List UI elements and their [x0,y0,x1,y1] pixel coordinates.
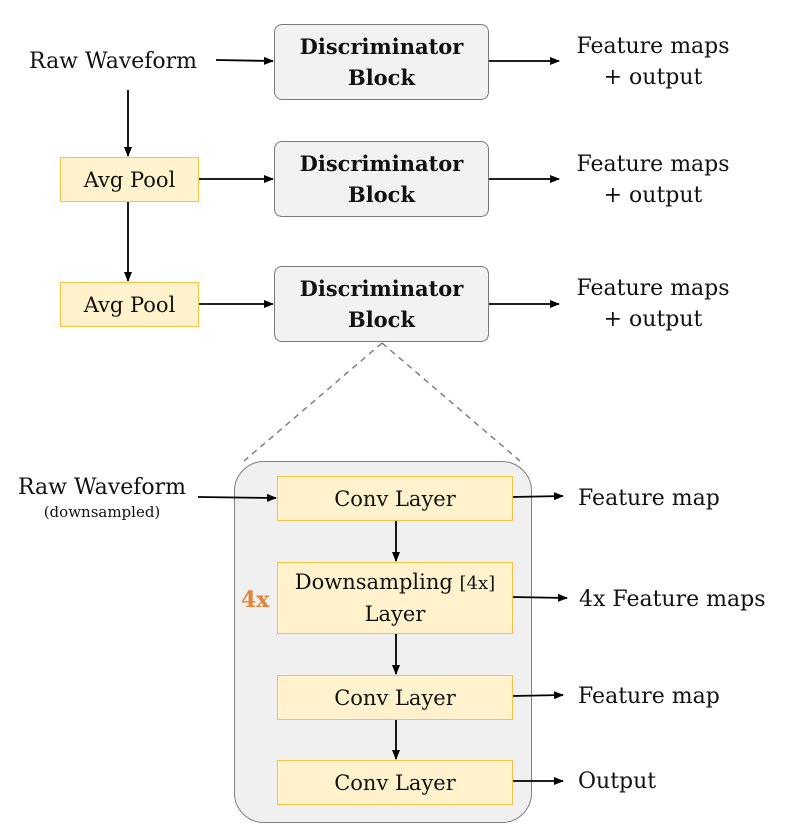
discriminator-block-2-subtitle: Block [347,182,416,207]
zoom-guide-left [243,342,383,462]
output-label-1-line-1: Feature maps [576,34,730,59]
arrow-input-to-block-1 [215,56,274,65]
downsampling-layer-line-1: Downsampling [4x] [295,567,495,599]
downsampling-layer: Downsampling [4x] Layer [277,562,513,634]
avg-pool-1-label: Avg Pool [83,167,176,192]
avg-pool-2: Avg Pool [60,282,199,327]
detail-input-label: Raw Waveform (downsampled) [4,472,200,521]
conv-layer-1-label: Conv Layer [334,486,456,511]
conv-layer-2: Conv Layer [277,675,513,720]
avg-pool-2-label: Avg Pool [83,292,176,317]
output-label-1-line-2: + output [603,65,703,90]
output-label-2-line-2: + output [603,183,703,208]
conv-layer-3-label: Conv Layer [334,770,456,795]
output-label-3-line-1: Feature maps [576,276,730,301]
detail-input-title: Raw Waveform [17,475,187,500]
raw-waveform-label: Raw Waveform [29,49,198,74]
output-label-3: Feature maps + output [572,273,734,335]
discriminator-block-3-title: Discriminator [299,276,464,301]
arrow-downsampling-to-output [511,593,568,602]
detail-output-downsampling: 4x Feature maps [579,587,766,612]
output-label-1: Feature maps + output [572,31,734,93]
downsampling-layer-title: Downsampling [294,570,453,594]
discriminator-block-1-title: Discriminator [299,34,464,59]
arrow-conv-2-to-output [511,691,564,700]
detail-output-conv-2: Feature map [578,684,720,709]
arrow-detail-input-to-conv-1 [197,493,277,502]
detail-output-conv-1: Feature map [578,486,720,511]
arrow-conv-1-to-output [511,492,564,501]
avg-pool-1: Avg Pool [60,157,199,202]
discriminator-block-1-subtitle: Block [347,65,416,90]
conv-layer-1: Conv Layer [277,476,513,521]
detail-input-sublabel: (downsampled) [43,503,161,521]
output-label-2-line-1: Feature maps [576,152,730,177]
conv-layer-2-label: Conv Layer [334,685,456,710]
discriminator-block-2: Discriminator Block [274,141,489,217]
output-label-2: Feature maps + output [572,149,734,211]
zoom-guide-right [381,342,521,462]
conv-layer-3: Conv Layer [277,760,513,805]
detail-output-conv-3: Output [578,769,657,794]
output-label-3-line-2: + output [603,307,703,332]
discriminator-block-2-title: Discriminator [299,151,464,176]
downsampling-factor: [4x] [459,573,496,594]
repeat-multiplier: 4x [241,587,270,613]
discriminator-block-1: Discriminator Block [274,24,489,100]
discriminator-block-3: Discriminator Block [274,266,489,342]
discriminator-block-3-subtitle: Block [347,307,416,332]
downsampling-layer-line-2: Layer [364,602,426,626]
